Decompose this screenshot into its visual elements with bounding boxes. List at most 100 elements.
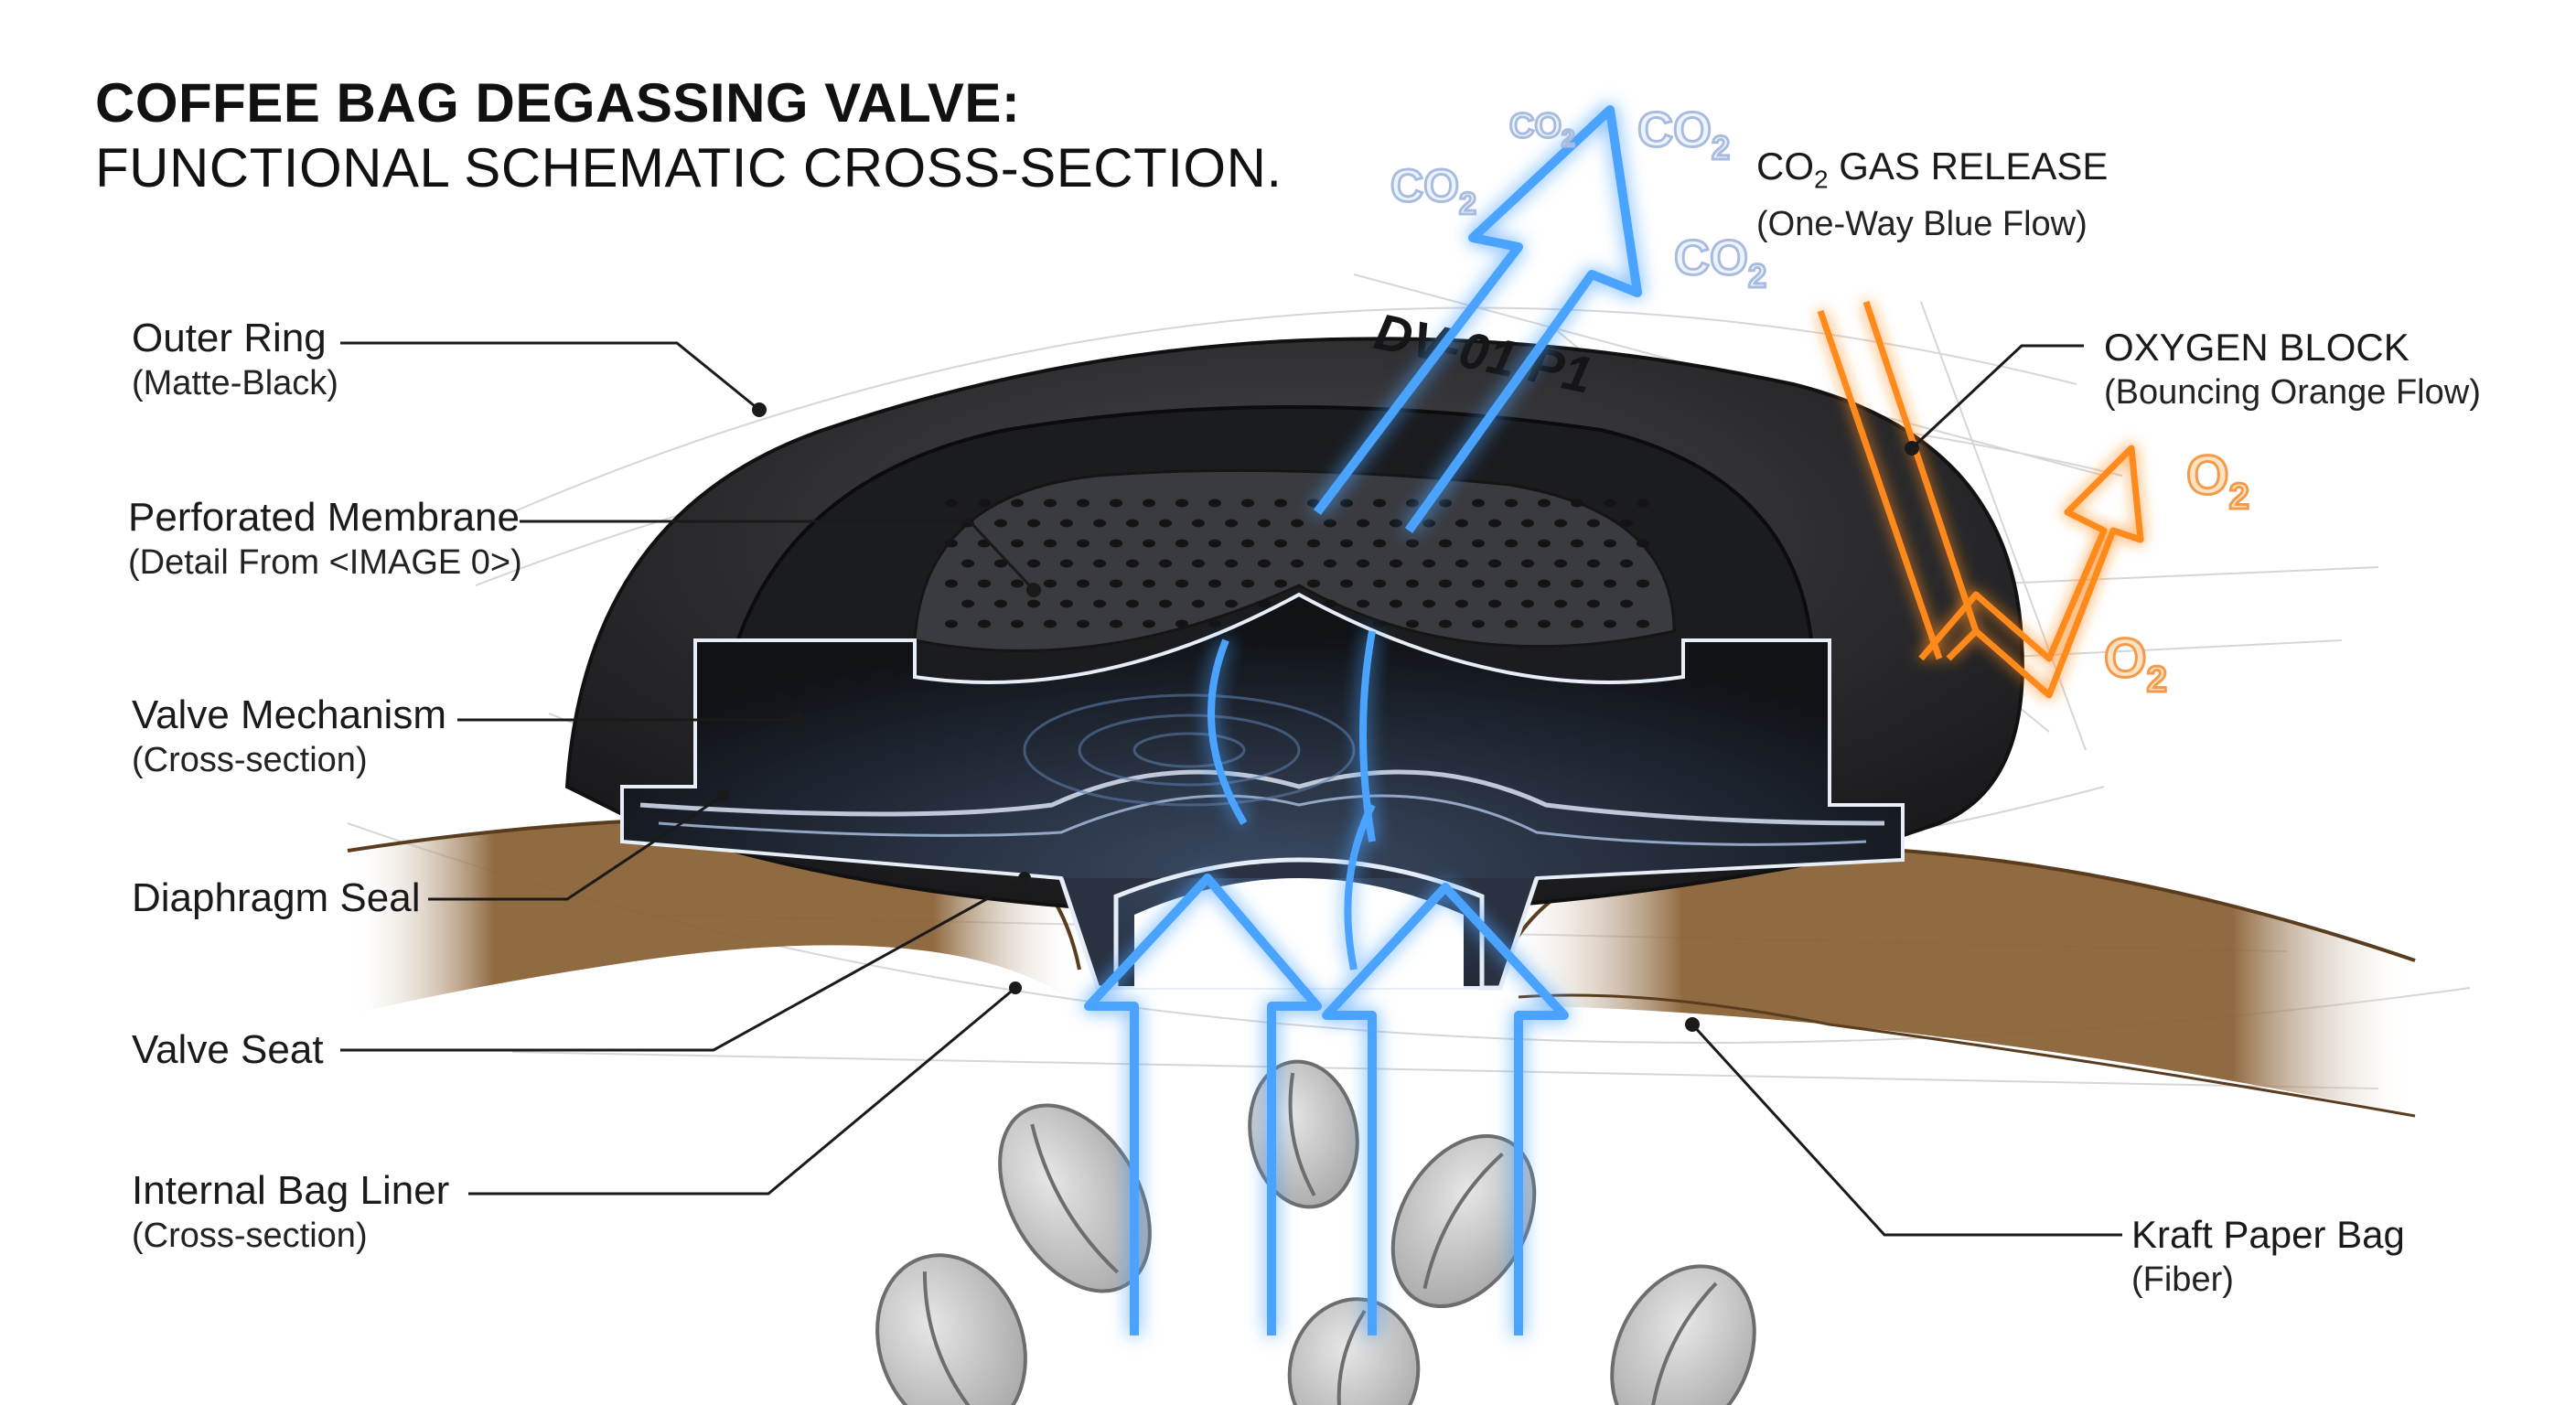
coffee-bean	[1390, 1133, 1537, 1309]
perforation-hole	[1488, 559, 1501, 568]
perforation-hole	[1554, 559, 1567, 568]
perforation-hole	[1422, 599, 1435, 608]
perforation-hole	[961, 559, 974, 568]
co2-arrow-top	[1314, 105, 1642, 533]
co2-mark-1: CO2	[1390, 160, 1476, 221]
label-internal-bag-liner-sub: (Cross-section)	[132, 1217, 368, 1255]
perforation-hole	[1373, 539, 1386, 548]
perforation-hole	[1406, 539, 1419, 548]
perforation-hole	[1011, 579, 1024, 588]
perforation-hole	[945, 579, 958, 588]
perforation-hole	[1439, 539, 1452, 548]
label-oxygen-block-main: OXYGEN BLOCK	[2104, 326, 2410, 369]
perforation-hole	[1159, 599, 1172, 608]
perforation-hole	[1455, 559, 1468, 568]
perforation-hole	[1587, 559, 1600, 568]
perforation-hole	[1143, 539, 1155, 548]
perforation-hole	[1077, 619, 1089, 628]
perforation-hole	[1291, 559, 1304, 568]
label-oxygen-block-sub: (Bouncing Orange Flow)	[2104, 373, 2481, 412]
o2-mark-2: O2	[2104, 627, 2167, 700]
perforation-hole	[1357, 519, 1369, 528]
perforation-hole	[1027, 599, 1040, 608]
perforation-hole	[1505, 499, 1518, 508]
perforation-hole	[1390, 559, 1402, 568]
perforation-hole	[1587, 599, 1600, 608]
perforation-hole	[1439, 579, 1452, 588]
label-outer-ring-main: Outer Ring	[132, 316, 327, 360]
title-line-1: COFFEE BAG DEGASSING VALVE:	[95, 72, 1021, 134]
perforation-hole	[1208, 579, 1221, 588]
perforation-hole	[1620, 559, 1633, 568]
leader-dots	[716, 402, 1919, 1032]
leader-perforated-membrane	[520, 520, 1036, 592]
perforation-hole	[1439, 619, 1452, 628]
perforation-hole	[1488, 599, 1501, 608]
coffee-bean-crease	[1336, 1309, 1367, 1405]
perforation-hole	[1011, 499, 1024, 508]
perforation-hole	[1637, 619, 1649, 628]
perforation-hole	[1241, 499, 1254, 508]
o2-mark-1: O2	[2186, 445, 2249, 517]
perforation-hole	[1472, 579, 1485, 588]
co2-mark-3: CO2	[1674, 231, 1766, 295]
perforation-hole	[1274, 539, 1287, 548]
perforation-hole	[1357, 559, 1369, 568]
perforation-hole	[1011, 539, 1024, 548]
label-diaphragm-seal-main: Diaphragm Seal	[132, 875, 421, 920]
leader-internal-bag-liner	[468, 986, 1016, 1196]
leader-diaphragm-seal	[428, 794, 724, 901]
perforation-hole	[1143, 499, 1155, 508]
coffee-bean-crease	[1648, 1282, 1718, 1405]
co2-stream-3	[1344, 803, 1376, 971]
perforation-hole	[961, 599, 974, 608]
perforation-hole	[1406, 499, 1419, 508]
label-outer-ring-sub: (Matte-Black)	[132, 364, 338, 402]
perforation-hole	[1110, 539, 1122, 548]
perforation-hole	[1455, 519, 1468, 528]
co2-mark-4: CO2	[1509, 107, 1574, 152]
perforation-hole	[1208, 619, 1221, 628]
perforation-hole	[1488, 519, 1501, 528]
perforation-hole	[1324, 559, 1336, 568]
perforation-hole	[1126, 559, 1139, 568]
leader-kraft-bag	[1690, 1023, 2122, 1237]
title-line-2: FUNCTIONAL SCHEMATIC CROSS-SECTION.	[95, 137, 1283, 198]
perforation-hole	[1620, 519, 1633, 528]
perforation-hole	[1126, 599, 1139, 608]
perforation-hole	[945, 499, 958, 508]
perforation-hole	[1225, 559, 1238, 568]
perforation-hole	[1505, 539, 1518, 548]
perforation-hole	[1604, 539, 1616, 548]
perforation-hole	[1373, 619, 1386, 628]
perforation-hole	[1637, 539, 1649, 548]
label-co2-release-sub: (One-Way Blue Flow)	[1756, 205, 2088, 244]
perforation-hole	[1192, 599, 1205, 608]
perforation-hole	[1175, 619, 1188, 628]
perforation-hole	[1274, 499, 1287, 508]
perforation-hole	[1077, 539, 1089, 548]
perforation-hole	[1044, 499, 1057, 508]
label-valve-seat-main: Valve Seat	[132, 1027, 324, 1072]
perforation-hole	[945, 539, 958, 548]
perforation-hole	[1060, 599, 1073, 608]
label-perforated-membrane-main: Perforated Membrane	[128, 495, 520, 540]
perforation-hole	[1538, 619, 1551, 628]
perforation-hole	[1225, 599, 1238, 608]
perforation-hole	[1373, 579, 1386, 588]
label-outer-ring: Outer Ring (Matte-Black)	[132, 315, 338, 404]
perforation-hole	[994, 599, 1007, 608]
co2-mark-2: CO2	[1637, 102, 1730, 166]
perforation-hole	[1422, 559, 1435, 568]
perforation-hole	[1307, 499, 1320, 508]
o2-incoming-2	[1862, 300, 1980, 633]
perforation-hole	[1093, 519, 1106, 528]
perforation-hole	[1060, 559, 1073, 568]
perforation-hole	[1159, 559, 1172, 568]
perforation-hole	[1143, 619, 1155, 628]
perforation-hole	[1093, 599, 1106, 608]
o2-incoming-1	[1817, 309, 1943, 660]
perforation-hole	[1077, 499, 1089, 508]
perforation-hole	[1044, 619, 1057, 628]
